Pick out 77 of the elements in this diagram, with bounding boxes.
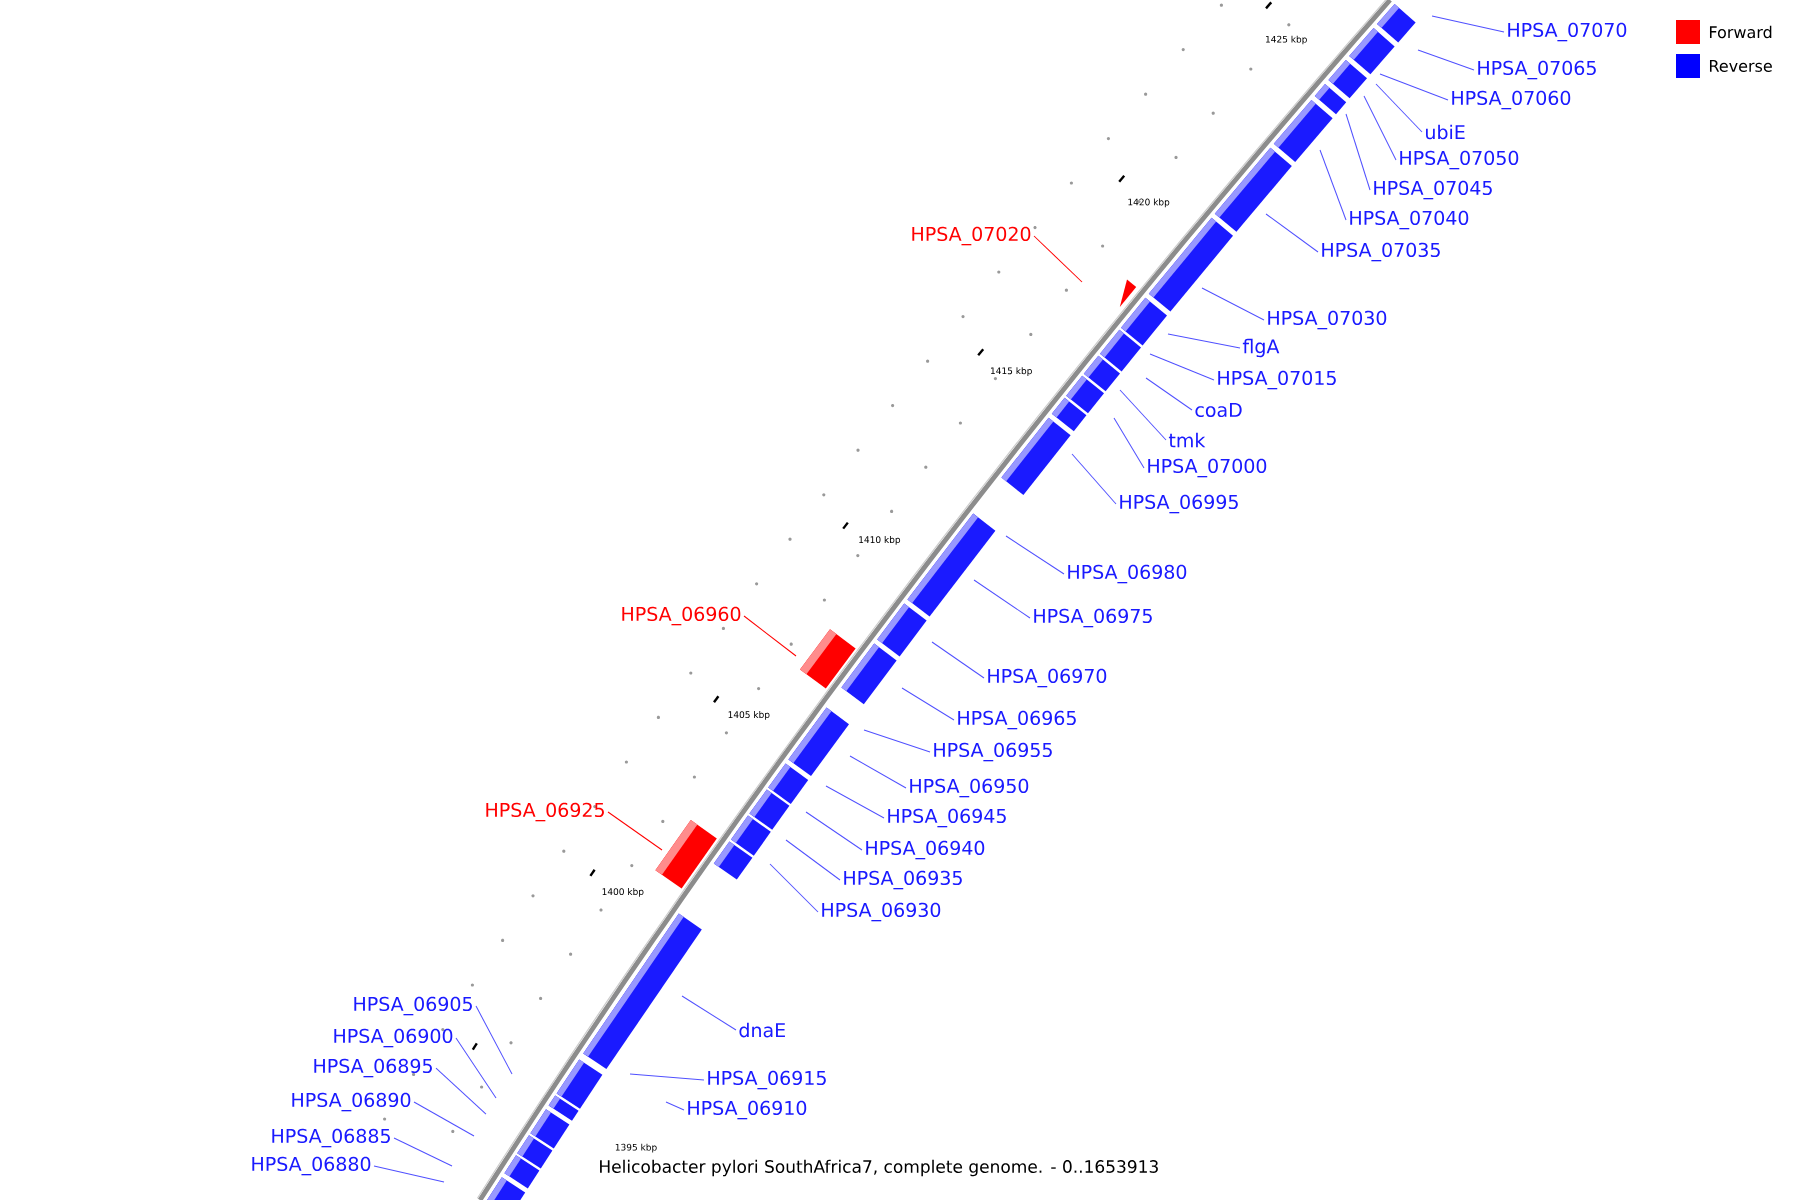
legend-label: Forward (1710, 25, 1772, 39)
leader-line (1071, 453, 1117, 505)
leader-line (805, 811, 863, 851)
leader-line (1375, 83, 1423, 133)
leader-line (849, 755, 907, 789)
gene-label: HPSA_07020 (912, 226, 1031, 246)
leader-line (413, 1101, 475, 1137)
leader-line (973, 579, 1031, 619)
gene-label: HPSA_06890 (292, 1092, 411, 1112)
leader-line (901, 687, 955, 721)
gene-label: HPSA_06950 (910, 778, 1029, 798)
gene-label: HPSA_06930 (822, 902, 941, 922)
leader-line (607, 811, 663, 851)
leader-line (1379, 73, 1449, 101)
leader-line (1145, 377, 1193, 411)
leader-line (1005, 535, 1065, 575)
leader-line (681, 995, 737, 1031)
gene-label: HPSA_06900 (334, 1028, 453, 1048)
leader-line (1431, 15, 1505, 33)
gene-label: flgA (1242, 338, 1280, 358)
leader-line (863, 729, 931, 753)
gene-label: HPSA_06885 (272, 1128, 390, 1148)
leader-line (1265, 213, 1319, 253)
legend-label: Reverse (1710, 60, 1772, 72)
gene-label: HPSA_06910 (688, 1100, 807, 1120)
leader-line (1149, 353, 1215, 381)
leader-line (825, 785, 885, 819)
leader-line (1119, 389, 1167, 441)
caption: Helicobacter pylori SouthAfrica7, complete genome. - 0..1653913 (600, 1159, 1158, 1177)
leader-line (435, 1067, 487, 1115)
gene-label: HPSA_07040 (1350, 210, 1469, 230)
leader-line (1201, 287, 1265, 321)
leader-line (665, 1101, 685, 1111)
gene-label: HPSA_06895 (314, 1058, 432, 1078)
gene-label: HPSA_06925 (486, 802, 604, 822)
leader-line (1345, 113, 1371, 191)
leader-line (373, 1165, 445, 1183)
leader-line (475, 1005, 513, 1075)
leader-line (743, 615, 797, 657)
gene-label: HPSA_07050 (1400, 150, 1519, 170)
leader-line (393, 1137, 453, 1167)
gene-label: HPSA_06965 (958, 710, 1076, 730)
leader-line (629, 1073, 705, 1081)
gene-label: HPSA_07015 (1218, 370, 1336, 390)
gene-label: coaD (1195, 402, 1242, 418)
gene-label: HPSA_07070 (1508, 22, 1627, 42)
gene-label: HPSA_06975 (1034, 608, 1152, 628)
gene-label: ubiE (1426, 124, 1465, 140)
gene-label: HPSA_06905 (354, 996, 472, 1016)
leader-line (1167, 333, 1241, 349)
gene-label: dnaE (739, 1022, 785, 1038)
gene-label: HPSA_06880 (252, 1156, 371, 1176)
gene-label: HPSA_06915 (708, 1070, 826, 1090)
gene-label: HPSA_07045 (1374, 180, 1492, 200)
gene-label: HPSA_07035 (1322, 242, 1440, 262)
gene-label: HPSA_06955 (934, 742, 1052, 762)
gene-label: HPSA_06995 (1120, 494, 1238, 514)
leader-line (455, 1037, 497, 1099)
gene-label: HPSA_06970 (988, 668, 1107, 688)
gene-label: HPSA_07030 (1268, 310, 1387, 330)
gene-label: tmk (1168, 432, 1206, 448)
gene-label: HPSA_06945 (888, 808, 1006, 828)
gene-label: HPSA_06940 (866, 840, 985, 860)
leader-line (769, 863, 819, 913)
leader-line (1417, 49, 1475, 71)
gene-label: HPSA_06935 (844, 870, 962, 890)
leader-line (1113, 417, 1145, 469)
gene-label: HPSA_06960 (622, 606, 741, 626)
leader-line (1319, 149, 1347, 221)
gene-label: HPSA_06980 (1068, 564, 1187, 584)
gene-label: HPSA_07065 (1478, 60, 1596, 80)
leader-line (931, 641, 985, 679)
gene-label: HPSA_07000 (1148, 458, 1267, 478)
leader-line (785, 839, 841, 881)
gene-label: HPSA_07060 (1452, 90, 1571, 110)
leader-line (1363, 95, 1397, 161)
leader-line (1033, 235, 1083, 283)
